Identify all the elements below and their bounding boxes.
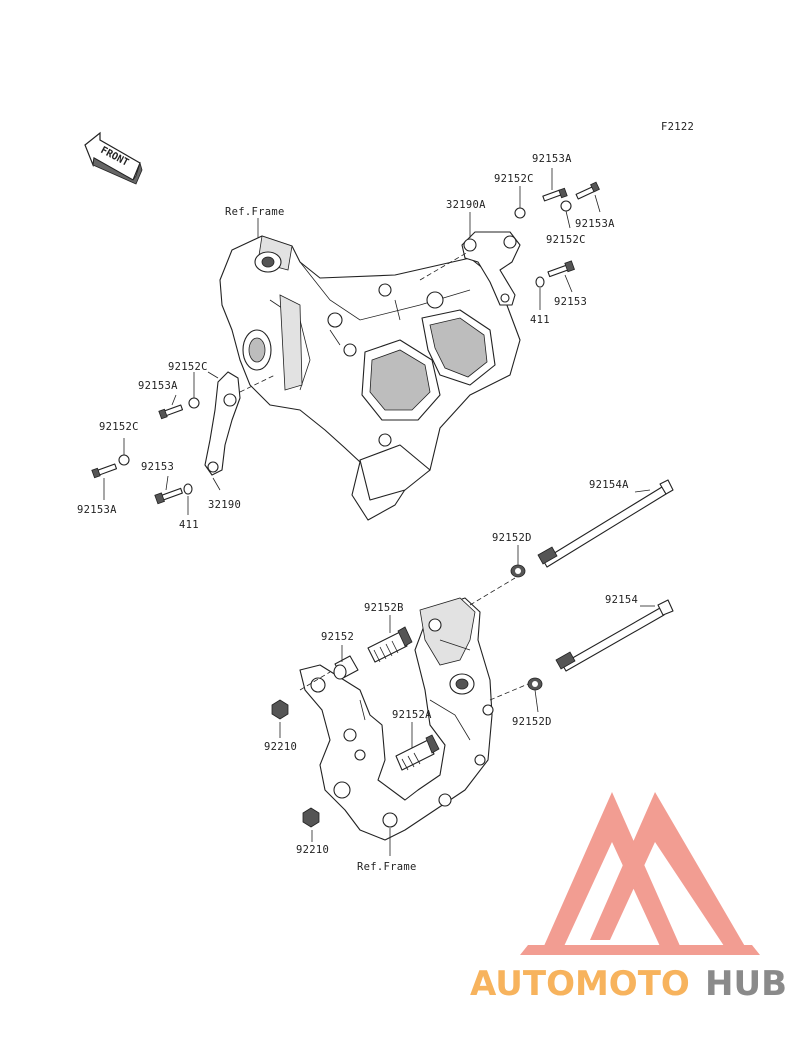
label-92153A-top2: 92153A [575,218,615,230]
label-92153A-top: 92153A [532,153,572,165]
part-labels: Ref.Frame 92153A 92152C 32190A 92153A 92… [77,153,638,873]
lower-leader-lines [279,489,655,856]
label-32190A: 32190A [446,199,486,211]
ref-frame-bottom-label: Ref.Frame [357,861,417,873]
bracket-32190A-drawing [461,231,521,306]
lower-bracket-drawing [299,597,494,841]
label-92152C-left1: 92152C [168,361,208,373]
label-92153-left: 92153 [141,461,174,473]
upper-leader-lines [103,168,601,515]
bracket-32190-drawing [204,371,241,476]
label-92152D-bottom: 92152D [512,716,552,728]
label-92152A: 92152A [392,709,432,721]
label-92152D-top: 92152D [492,532,532,544]
label-411-top: 411 [530,314,550,326]
watermark-text-right: HUB [705,964,787,1004]
watermark-logo [520,792,760,955]
main-frame-drawing [219,235,521,521]
label-92152B: 92152B [364,602,404,614]
ref-frame-top-label: Ref.Frame [225,206,285,218]
collars-bushings [271,626,440,828]
label-92153A-left2: 92153A [77,504,117,516]
label-92153A-left1: 92153A [138,380,178,392]
top-fasteners [514,181,600,288]
figure-code: F2122 [661,121,694,133]
label-92154: 92154 [605,594,638,606]
long-bolts [510,479,674,691]
label-92152C-top: 92152C [494,173,534,185]
label-32190: 32190 [208,499,241,511]
watermark-text-left: AUTOMOTO [470,964,690,1004]
label-92154A: 92154A [589,479,629,491]
label-92210-2: 92210 [296,844,329,856]
front-arrow-icon: FRONT [84,131,143,185]
label-92152C-left2: 92152C [99,421,139,433]
label-92152: 92152 [321,631,354,643]
label-411-left: 411 [179,519,199,531]
label-92210-1: 92210 [264,741,297,753]
label-92152C-top2: 92152C [546,234,586,246]
label-92153-top: 92153 [554,296,587,308]
left-fasteners [91,397,200,505]
